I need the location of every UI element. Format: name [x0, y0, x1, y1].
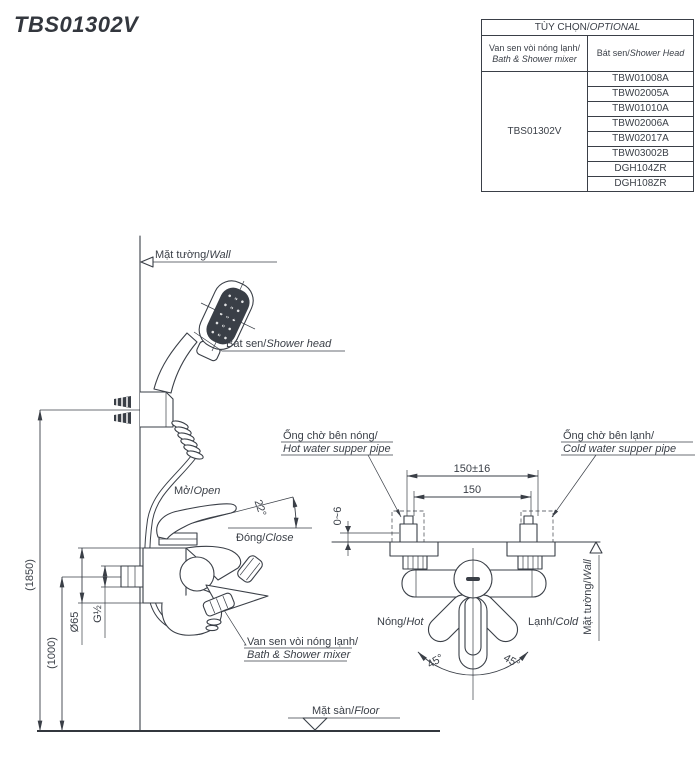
- mixer-model-cell: TBS01302V: [481, 71, 588, 192]
- supply-pipes: [391, 510, 554, 543]
- page-title: TBS01302V: [14, 12, 139, 37]
- wall-label-group: Mặt tường/Wall: [140, 249, 277, 268]
- mixer-body-front: [389, 541, 556, 700]
- lever-handle: [156, 503, 237, 540]
- wall-bracket: [114, 391, 174, 428]
- table-row: DGH108ZR: [482, 176, 694, 192]
- wall-label: Mặt tường/Wall: [155, 249, 231, 261]
- shower-head-graphic: [153, 280, 256, 394]
- dim-1000: (1000): [46, 637, 58, 669]
- angle-45-arc: [417, 651, 529, 676]
- floor-label-group: Mặt sàn/Floor: [288, 705, 400, 731]
- hose-spiral: [171, 420, 204, 460]
- side-view: Mặt tường/Wall (1850) (1000): [24, 235, 440, 732]
- dim-thread: G½: [92, 605, 104, 623]
- floor-label: Mặt sàn/Floor: [312, 705, 381, 717]
- hot-pipe-label-group: Ống chờ bên nóng/ Hot water supper pipe: [281, 428, 402, 518]
- mixer-label-group: Van sen vòi nóng lạnh/ Bath & Shower mix…: [223, 609, 359, 662]
- shower-head-label-group: Bát sen/Shower head: [193, 331, 345, 352]
- open-label: Mở/Open: [174, 485, 220, 497]
- table-row: TBS01302V TBW01008A: [481, 71, 694, 192]
- dim-150-tol: 150±16: [454, 463, 491, 475]
- cold-pipe-label-line2: Cold water supper pipe: [563, 443, 676, 455]
- hot-pipe-label-line2: Hot water supper pipe: [283, 443, 391, 455]
- wall-gap-dim-group: 0~6: [332, 507, 399, 556]
- cold-pipe-label-line1: Ống chờ bên lạnh/: [563, 428, 655, 442]
- wall-arrow-icon: [140, 256, 154, 268]
- col-header-mixer: Van sen vòi nóng lạnh/Bath & Shower mixe…: [481, 35, 588, 72]
- shower-head-code: DGH108ZR: [587, 176, 694, 192]
- diverter-knob: [237, 555, 263, 583]
- cold-pipe-label-group: Ống chờ bên lạnh/ Cold water supper pipe: [551, 428, 695, 518]
- dim-wall-gap: 0~6: [332, 507, 344, 526]
- optional-table: TÙY CHỌN/OPTIONAL Van sen vòi nóng lạnh/…: [481, 19, 694, 192]
- hot-label: Nóng/Hot: [377, 616, 424, 628]
- dim-150: 150: [463, 484, 481, 496]
- outlet: [202, 592, 235, 617]
- cold-label: Lạnh/Cold: [528, 616, 579, 628]
- shower-head-label: Bát sen/Shower head: [226, 338, 332, 350]
- g-half-stub: [120, 565, 144, 588]
- dim-flange: Ø65: [69, 612, 81, 633]
- hot-pipe-label-line1: Ống chờ bên nóng/: [283, 428, 379, 442]
- close-label: Đóng/Close: [236, 532, 293, 544]
- lever-graphic: 22° Mở/Open Đóng/Close: [156, 485, 312, 544]
- wall-arrow-up-icon: [589, 541, 603, 554]
- mixer-valve-graphic: [120, 532, 269, 636]
- angle-arc: [292, 496, 299, 529]
- knurled-nuts: [402, 555, 543, 570]
- mixer-label-line1: Van sen vòi nóng lạnh/: [247, 636, 359, 648]
- front-wall-label: Mặt tường/Wall: [582, 559, 594, 635]
- wall-flange: [142, 547, 187, 604]
- mixer-label-line2: Bath & Shower mixer: [247, 649, 352, 661]
- shower-handle: [153, 332, 198, 394]
- angle-22-label: 22°: [252, 498, 269, 518]
- front-wall-label-group: Mặt tường/Wall: [582, 541, 603, 641]
- dim-1850: (1850): [24, 559, 36, 591]
- angle-45-left: 45°: [425, 652, 445, 671]
- floor-symbol-icon: [302, 717, 328, 731]
